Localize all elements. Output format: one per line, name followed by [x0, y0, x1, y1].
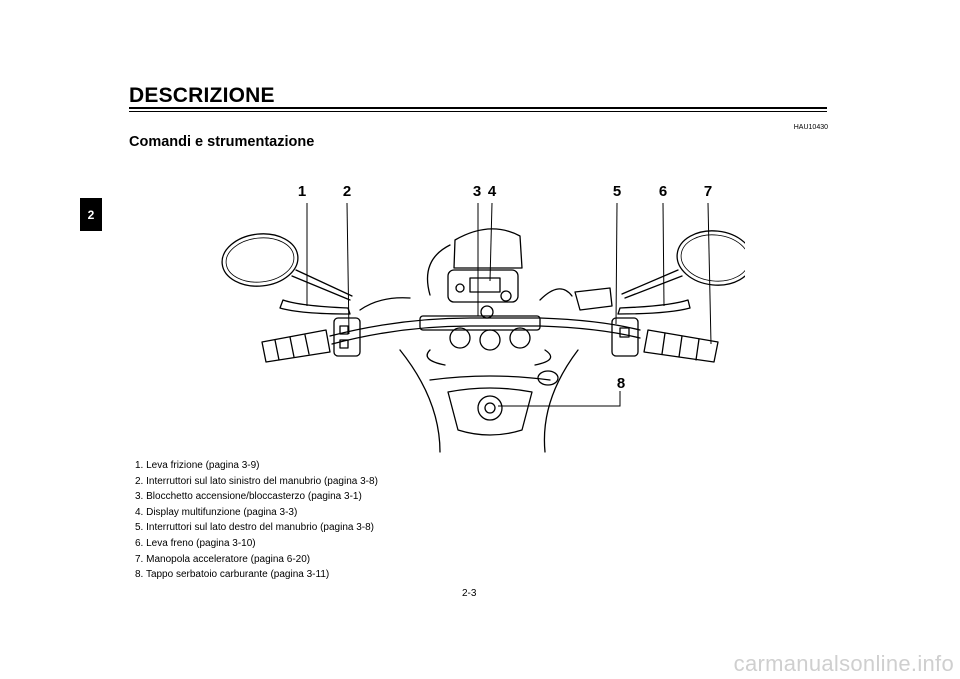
- page-number: 2-3: [462, 588, 477, 599]
- ignition-switch: [480, 305, 494, 319]
- legend-list: 1. Leva frizione (pagina 3-9) 2. Interru…: [135, 458, 378, 583]
- handlebar: [329, 317, 641, 337]
- legend-item: 7. Manopola acceleratore (pagina 6-20): [135, 553, 311, 565]
- fuel-cap: [477, 395, 503, 421]
- legend-item: 4. Display multifunzione (pagina 3-3): [135, 506, 298, 518]
- left-mirror: [221, 233, 299, 287]
- clutch-lever: [279, 299, 351, 315]
- legend-item: 1. Leva frizione (pagina 3-9): [135, 460, 260, 471]
- callout-7: 7: [704, 183, 712, 200]
- fuel-tank: [399, 349, 579, 453]
- reference-code: HAU10430: [793, 124, 828, 131]
- section-title: DESCRIZIONE: [129, 84, 275, 107]
- right-mirror: [676, 230, 745, 286]
- legend-item: 5. Interruttori sul lato destro del manu…: [135, 522, 375, 534]
- callout-8: 8: [617, 375, 625, 392]
- legend-item: 2. Interruttori sul lato sinistro del ma…: [135, 475, 378, 487]
- callout-3: 3: [473, 183, 481, 200]
- legend-item: 6. Leva freno (pagina 3-10): [135, 537, 256, 549]
- handlebar-illustration: 1 2 3 4 5 6 7 8: [221, 183, 745, 453]
- chapter-tab: 2: [80, 198, 102, 231]
- callout-6: 6: [659, 183, 667, 200]
- page-subtitle: Comandi e strumentazione: [129, 134, 315, 150]
- right-grip: [643, 329, 719, 363]
- header-rule: [129, 107, 827, 109]
- callout-5: 5: [613, 183, 621, 200]
- brake-lever: [617, 299, 691, 315]
- callout-1: 1: [298, 183, 306, 200]
- multifunction-display: [447, 269, 519, 303]
- callout-4: 4: [488, 183, 497, 200]
- header-rule-thin: [129, 111, 827, 112]
- callout-2: 2: [343, 183, 351, 200]
- legend-item: 3. Blocchetto accensione/bloccasterzo (p…: [135, 491, 362, 503]
- watermark: carmanualsonline.info: [733, 651, 954, 676]
- left-grip: [261, 329, 331, 363]
- legend-item: 8. Tappo serbatoio carburante (pagina 3-…: [135, 569, 330, 581]
